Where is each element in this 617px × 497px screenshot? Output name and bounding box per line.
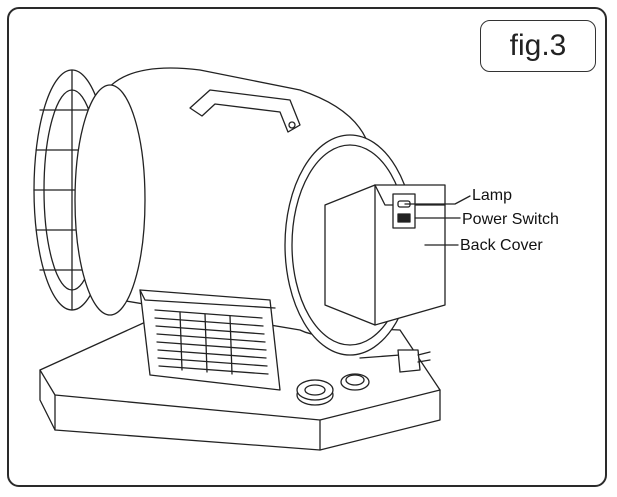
power-switch-label: Power Switch [462,211,559,228]
lamp-leader-line [404,195,471,205]
thermostat-knob [296,379,334,406]
air-intake-grille [139,289,281,391]
carry-handle [189,89,301,133]
back-cover-panel [324,184,446,326]
lamp-label: Lamp [472,187,512,204]
figure-number-badge: fig.3 [480,20,596,72]
power-cord-plug [359,349,431,373]
fuel-cap [340,373,370,391]
lamp-and-switch-module [392,193,416,229]
back-cover-label: Back Cover [460,237,543,254]
